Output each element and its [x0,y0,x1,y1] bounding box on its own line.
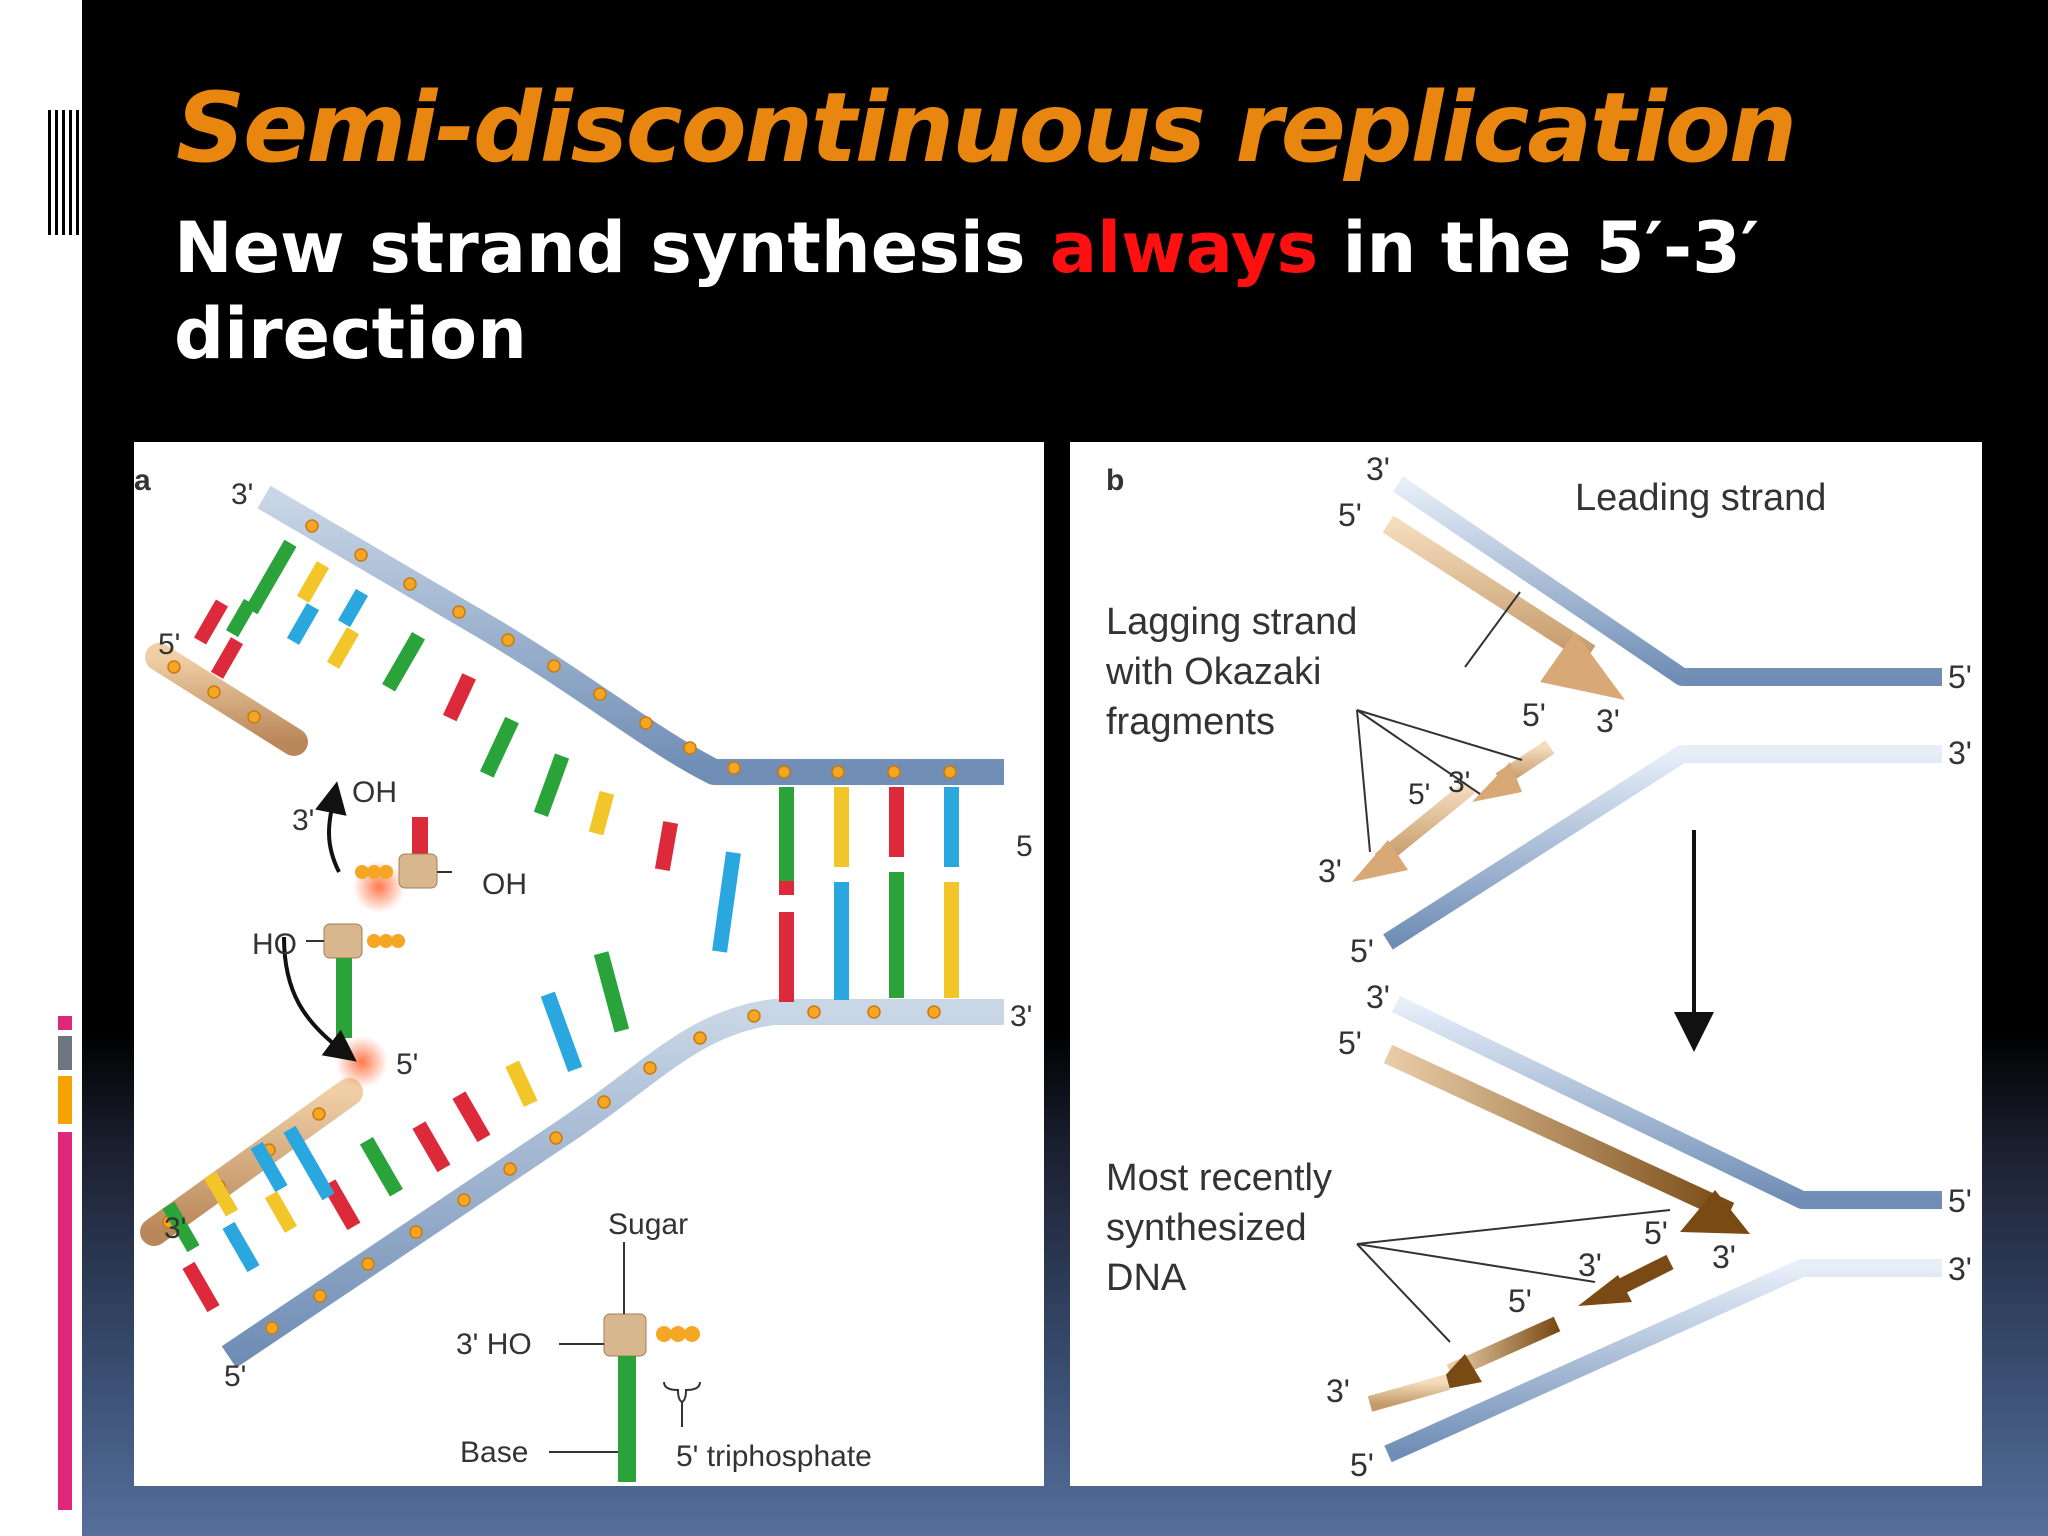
label-5-triphosphate: 5' triphosphate [676,1440,872,1473]
bottom-right-5prime: 5' [1948,1183,1972,1219]
incoming-nucleotide-top [353,817,452,913]
lagging-strand-line2: with Okazaki [1105,651,1321,693]
bottom-right-3prime: 3' [1948,1251,1972,1287]
label-bottom-5prime-arrow: 5' [396,1048,418,1081]
panel-a-label: a [134,464,151,497]
left-accent-strip [0,0,82,1536]
diagram-panel-b: b [1070,442,1982,1486]
top-bottom-5prime: 5' [1350,933,1374,969]
bottom-label-3prime: 3' [1366,979,1390,1015]
lagging-strand-line3: fragments [1106,701,1275,743]
accent-gray [58,1036,72,1070]
leading-strand-extended-arrow [1680,1190,1750,1234]
top-label-5prime: 5' [1338,497,1362,533]
top-paired-bases [193,539,369,679]
lagging-strand-line1: Lagging strand [1106,601,1357,643]
label-incoming-oh: OH [482,868,527,901]
okazaki-fragment-arrow-1 [1472,762,1522,802]
top-new-strand [145,643,308,756]
label-right-top-5: 5 [1016,830,1033,863]
top-fragment-5prime-b: 5' [1408,778,1430,811]
bottom-paired-bases [162,1125,335,1313]
top-right-5prime: 5' [1948,659,1972,695]
label-top-left-5prime: 5' [158,628,180,661]
curved-arrow-to-5prime-icon [282,936,357,1062]
label-oh-3prime: 3' [292,804,314,837]
accent-magenta-small [58,1016,72,1030]
label-3-ho: 3' HO [456,1328,532,1361]
incoming-nucleotide-bottom [306,923,405,1088]
subtitle-text-end: in the 5′-3′ direction [174,207,1760,375]
label-top-left-3prime: 3' [231,478,253,511]
accent-orange [58,1076,72,1124]
label-bottom-left-3prime: 3' [164,1212,186,1245]
bottom-leading-5prime: 5' [1644,1215,1668,1251]
recent-dna-line1: Most recently [1106,1157,1332,1199]
label-base: Base [460,1436,528,1469]
bottom-fragment-5prime: 5' [1508,1283,1532,1319]
top-leading-3prime: 3' [1596,703,1620,739]
label-ho: HO [252,928,297,961]
subtitle-text-start: New strand synthesis [174,207,1050,289]
curved-arrow-to-oh-icon [315,781,347,873]
top-unpaired-bases [382,632,679,872]
top-template-strand [257,485,1004,785]
top-fragment-3prime-c: 3' [1318,853,1342,889]
panel-b-label: b [1106,464,1124,497]
label-oh-top: OH [352,776,397,809]
bottom-leading-3prime: 3' [1712,1239,1736,1275]
leading-strand-label: Leading strand [1575,477,1826,519]
bottom-fork [1356,995,1942,1463]
label-right-bottom-3prime: 3' [1010,1000,1032,1033]
label-sugar: Sugar [608,1208,688,1241]
slide-title: Semi-discontinuous replication [176,72,1797,184]
top-fragment-3prime-b: 3' [1448,766,1470,799]
subtitle-highlight: always [1049,207,1319,289]
leading-lagging-strand-diagram: b [1105,451,1972,1483]
slide-subtitle: New strand synthesis always in the 5′-3′… [174,205,1774,377]
top-label-3prime: 3' [1366,451,1390,487]
replication-fork-molecular-diagram: a [134,464,1033,1482]
bottom-fragment-3prime: 3' [1578,1247,1602,1283]
diagram-panel-a: a [134,442,1044,1486]
accent-magenta-long [58,1132,72,1510]
label-bottom-left-5prime: 5' [224,1360,246,1393]
bottom-label-5prime: 5' [1338,1025,1362,1061]
top-fork [1352,476,1942,950]
bottom-bottom-5prime: 5' [1350,1447,1374,1483]
top-fragment-5prime-a: 5' [1522,697,1546,733]
accent-bars-top [48,110,80,235]
phosphate-dots [162,519,957,1335]
bottom-fragment-3prime-c: 3' [1326,1373,1350,1409]
leading-strand-arrow [1540,632,1625,700]
right-paired-bases [712,787,959,1002]
recent-dna-line2: synthesized [1106,1207,1307,1249]
nucleotide-structure-legend [549,1242,701,1482]
recent-fragment-arrow-1 [1578,1275,1632,1306]
top-right-3prime: 3' [1948,735,1972,771]
recent-dna-line3: DNA [1106,1257,1187,1299]
okazaki-fragment-arrow-2 [1352,840,1408,882]
